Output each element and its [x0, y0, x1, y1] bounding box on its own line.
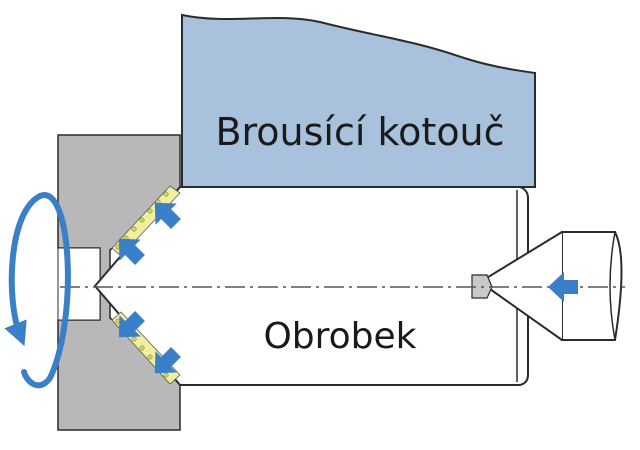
workpiece: [93, 186, 529, 386]
arrow-icon: [118, 238, 145, 265]
arrow-icon: [548, 272, 578, 302]
workpiece-label: Obrobek: [263, 316, 416, 357]
tailstock-center: [471, 231, 623, 341]
grinding-wheel: [181, 13, 536, 188]
arrow-icon: [118, 311, 145, 338]
grinding-wheel-label: Brousící kotouč: [215, 110, 504, 154]
circular-arrow-icon: [4, 192, 71, 389]
force-arrows: [118, 202, 578, 374]
arrow-icon: [154, 202, 181, 229]
arrow-icon: [154, 347, 181, 374]
